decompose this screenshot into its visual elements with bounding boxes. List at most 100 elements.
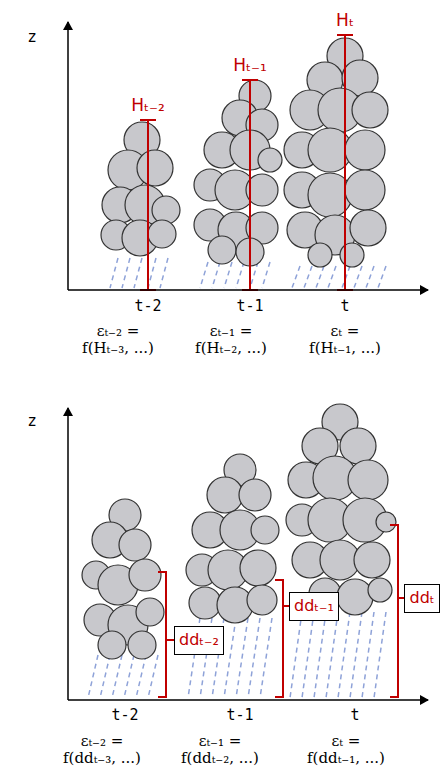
rain-line <box>350 612 362 698</box>
rain-line <box>378 266 386 288</box>
rain-line <box>224 262 232 288</box>
cloud-puff <box>148 220 176 248</box>
rain-line <box>262 262 270 288</box>
cloud-puff <box>240 550 276 586</box>
depth-box: ddₜ <box>404 584 440 613</box>
rain-line <box>224 618 236 698</box>
cloud-puff <box>239 479 271 511</box>
rain-line <box>100 655 110 698</box>
cloud-puff <box>98 631 126 659</box>
rain-line <box>314 612 326 698</box>
rain-line <box>304 266 312 288</box>
rain-line <box>292 266 300 288</box>
axes <box>68 22 428 700</box>
time-tick: t-1 <box>226 707 253 724</box>
rain-line <box>148 655 158 698</box>
height-label: Hₜ₋₁ <box>233 56 267 76</box>
time-axis <box>68 699 428 701</box>
rain-line <box>200 262 208 288</box>
cloud-puff <box>128 631 156 659</box>
rain-line <box>112 655 122 698</box>
depth-label: ddₜ <box>409 589 434 607</box>
cloud-puff <box>208 236 236 264</box>
cloud-puff <box>136 598 164 626</box>
cloud-puff <box>368 578 392 602</box>
bracket-path <box>390 525 404 697</box>
rain-line <box>110 258 118 288</box>
time-axis <box>68 289 428 291</box>
rain-line <box>160 258 168 288</box>
formula: εₜ = f(ddₜ₋₁, ...) <box>306 733 387 768</box>
height-label: Hₜ₋₂ <box>131 96 165 116</box>
cloud-puff <box>251 516 279 544</box>
cloud-puff <box>337 579 373 615</box>
cloud-puff <box>119 529 151 561</box>
cloud-puff <box>350 210 386 246</box>
height-line <box>249 80 251 290</box>
time-tick: t-1 <box>236 298 263 315</box>
height-line <box>344 35 346 290</box>
cloud-puff <box>207 477 243 513</box>
rain-line <box>248 618 260 698</box>
height-cap <box>140 119 156 121</box>
height-label: Hₜ <box>336 11 354 31</box>
rain-line <box>236 618 248 698</box>
cloud-puff <box>137 150 173 186</box>
cloud-puff <box>376 512 396 532</box>
cloud <box>194 80 282 266</box>
axis-label: z <box>27 28 37 46</box>
rain-line <box>374 612 386 698</box>
cloud <box>82 499 164 659</box>
cloud <box>284 38 388 267</box>
rain-line <box>260 618 272 698</box>
formula: εₜ₋₂ = f(ddₜ₋₃, ...) <box>62 733 143 768</box>
height-line <box>147 120 149 290</box>
rain-line <box>136 655 146 698</box>
rain-line <box>366 266 374 288</box>
cloud-puff <box>354 542 390 578</box>
cloud-puff <box>345 130 385 170</box>
time-tick: t <box>340 298 349 315</box>
cloud-puff <box>308 243 332 267</box>
rain-line <box>362 612 374 698</box>
rain-line <box>122 258 130 288</box>
depth-box: ddₜ₋₁ <box>289 592 339 621</box>
formula: εₜ = f(Hₜ₋₁, ...) <box>308 323 383 358</box>
cloud-puff <box>345 170 385 210</box>
cloud-puff <box>348 460 388 500</box>
height-cap <box>337 34 353 36</box>
rain-line <box>212 262 220 288</box>
cloud-puff <box>258 148 282 172</box>
formula: εₜ₋₁ = f(Hₜ₋₂, ...) <box>194 323 269 358</box>
rain-line <box>316 266 324 288</box>
depth-box: ddₜ₋₂ <box>174 626 224 655</box>
rain-line <box>290 612 302 698</box>
bracket-path <box>275 580 289 697</box>
rain-line <box>326 612 338 698</box>
cloud <box>286 404 396 615</box>
cloud-puff <box>189 587 221 619</box>
rain-line <box>354 266 362 288</box>
formula: εₜ₋₂ = f(Hₜ₋₃, ...) <box>81 323 156 358</box>
cloud <box>101 122 180 256</box>
axis-label: z <box>27 412 37 430</box>
cloud-puff <box>129 559 161 591</box>
rain-line <box>148 258 156 288</box>
bracket-path <box>158 572 174 697</box>
rain-line <box>134 258 142 288</box>
height-cap <box>242 79 258 81</box>
height-bar <box>140 35 353 290</box>
rain-line <box>328 266 336 288</box>
time-tick: t-2 <box>134 298 161 315</box>
time-tick: t <box>350 707 359 724</box>
cloud-puff <box>352 92 388 128</box>
cloud-puff <box>152 196 180 224</box>
rain-line <box>236 262 244 288</box>
cloud-puff <box>247 585 277 615</box>
depth-label: ddₜ₋₁ <box>294 597 334 615</box>
depth-bracket <box>158 525 404 697</box>
time-tick: t-2 <box>111 707 138 724</box>
formula: εₜ₋₁ = f(ddₜ₋₂, ...) <box>180 733 261 768</box>
